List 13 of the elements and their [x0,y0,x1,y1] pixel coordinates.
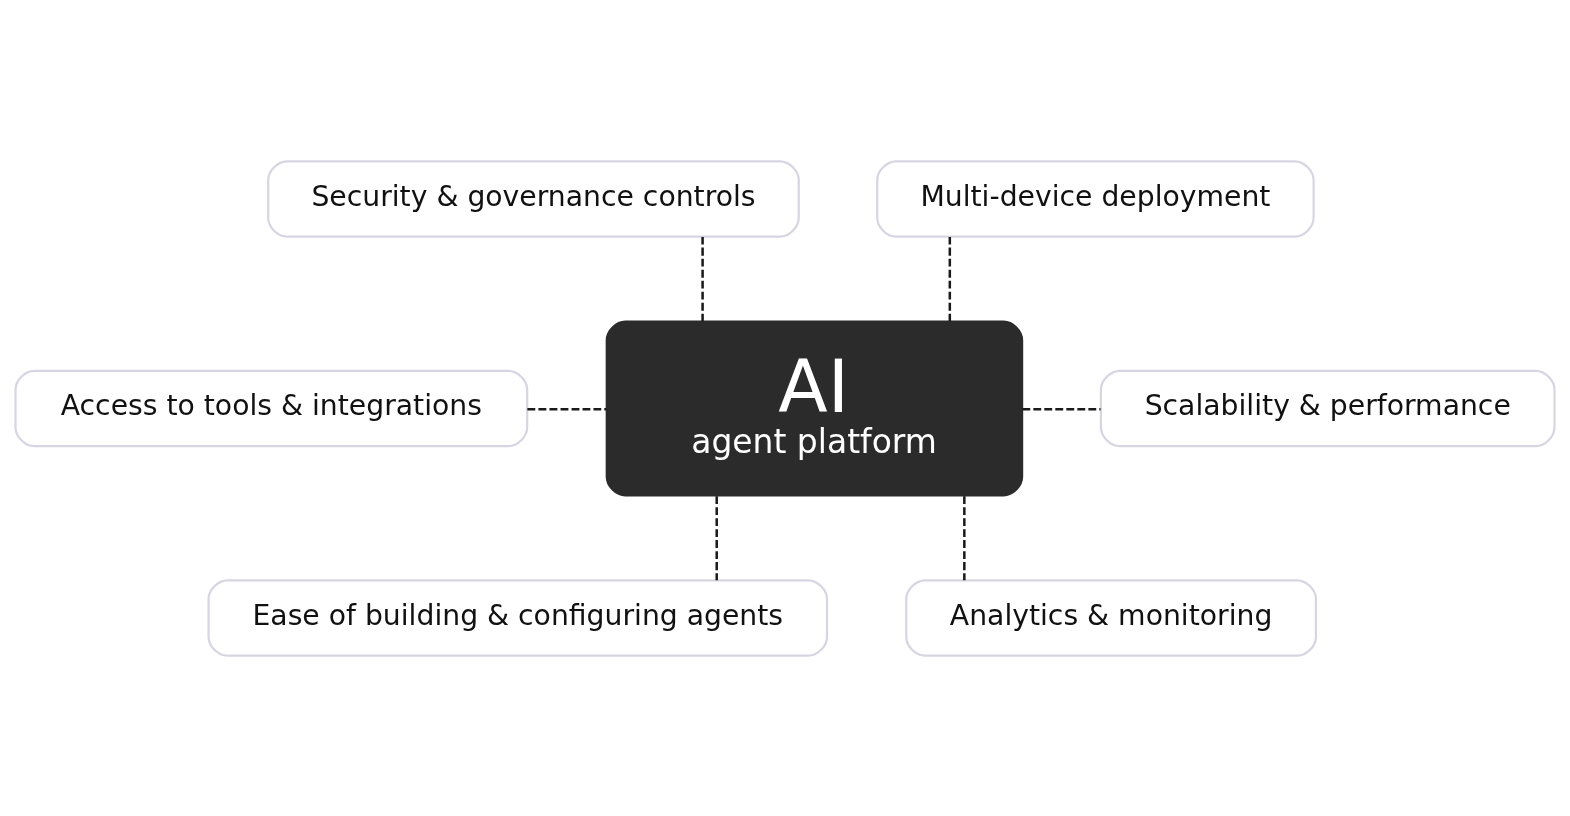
connector [948,236,952,321]
connector [963,495,966,580]
connector [1022,407,1101,411]
node-box: Multi-device deployment [876,159,1315,238]
node-box: Security & governance controls [267,159,800,238]
node-box: Access to tools & integrations [14,369,529,447]
node-box: Analytics & monitoring [905,578,1318,657]
connector [527,407,607,411]
node-box: AI agent platform [605,320,1024,496]
connector [715,495,718,580]
connector [701,236,704,321]
node-box: Ease of building & configuring agents [207,578,829,657]
node-box: Scalability & performance [1099,369,1556,447]
